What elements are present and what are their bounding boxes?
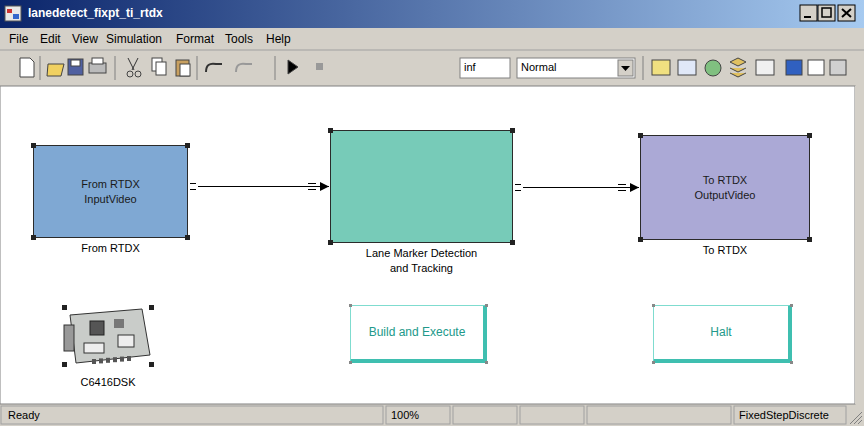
selection-handle — [328, 240, 333, 245]
halt-button: Halt — [653, 305, 792, 363]
zoom-level: 100% — [391, 409, 419, 422]
selection-handle — [652, 304, 655, 307]
menu-item: Format — [176, 32, 214, 46]
block-text: To RTDX OutputVideo — [686, 173, 764, 203]
input-port — [308, 184, 316, 190]
selection-handle — [328, 128, 333, 133]
signal-line — [198, 186, 329, 187]
status-text: Ready — [8, 409, 40, 422]
selection-handle — [790, 361, 793, 364]
menu-item: View — [72, 32, 98, 46]
selection-handle — [638, 133, 643, 138]
subsystem-block: Lane Marker Detection and Tracking — [330, 130, 513, 243]
signal-line — [523, 187, 639, 188]
solver-name: FixedStepDiscrete — [739, 409, 829, 422]
output-port — [515, 185, 521, 191]
selection-handle — [485, 361, 488, 364]
selection-handle — [349, 304, 352, 307]
selection-handle — [31, 143, 36, 148]
block-name: From RTDX — [81, 241, 139, 256]
sink-block: To RTDX OutputVideoTo RTDX — [640, 135, 810, 240]
selection-handle — [149, 362, 154, 367]
menu-item: File — [9, 32, 28, 46]
selection-handle — [349, 361, 352, 364]
selection-handle — [62, 305, 67, 310]
source-block: From RTDX InputVideoFrom RTDX — [33, 145, 188, 238]
menu-item: Help — [266, 32, 291, 46]
selection-handle — [510, 128, 515, 133]
selection-handle — [31, 235, 36, 240]
board-icon — [62, 305, 154, 371]
output-port — [190, 184, 196, 190]
menu-item: Edit — [40, 32, 61, 46]
menu-item: Simulation — [106, 32, 162, 46]
selection-handle — [485, 304, 488, 307]
selection-handle — [807, 237, 812, 242]
selection-handle — [62, 362, 67, 367]
selection-handle — [149, 305, 154, 310]
selection-handle — [185, 143, 190, 148]
input-port — [618, 185, 626, 191]
selection-handle — [638, 237, 643, 242]
selection-handle — [652, 361, 655, 364]
selection-handle — [185, 235, 190, 240]
block-name: To RTDX — [703, 243, 747, 258]
build-button: Build and Execute — [350, 305, 487, 363]
window-title: lanedetect_fixpt_ti_rtdx — [28, 6, 163, 20]
button-label: Halt — [710, 324, 731, 340]
selection-handle — [510, 240, 515, 245]
button-label: Build and Execute — [369, 324, 466, 340]
selection-handle — [790, 304, 793, 307]
target-board: C6416DSK — [62, 305, 154, 371]
menu-item: Tools — [225, 32, 253, 46]
sim-mode-dropdown: Normal — [521, 61, 556, 74]
stop-time-field: inf — [464, 61, 476, 74]
block-name: C6416DSK — [80, 375, 135, 390]
selection-handle — [807, 133, 812, 138]
block-name: Lane Marker Detection and Tracking — [356, 246, 488, 276]
block-text: From RTDX InputVideo — [75, 177, 147, 207]
